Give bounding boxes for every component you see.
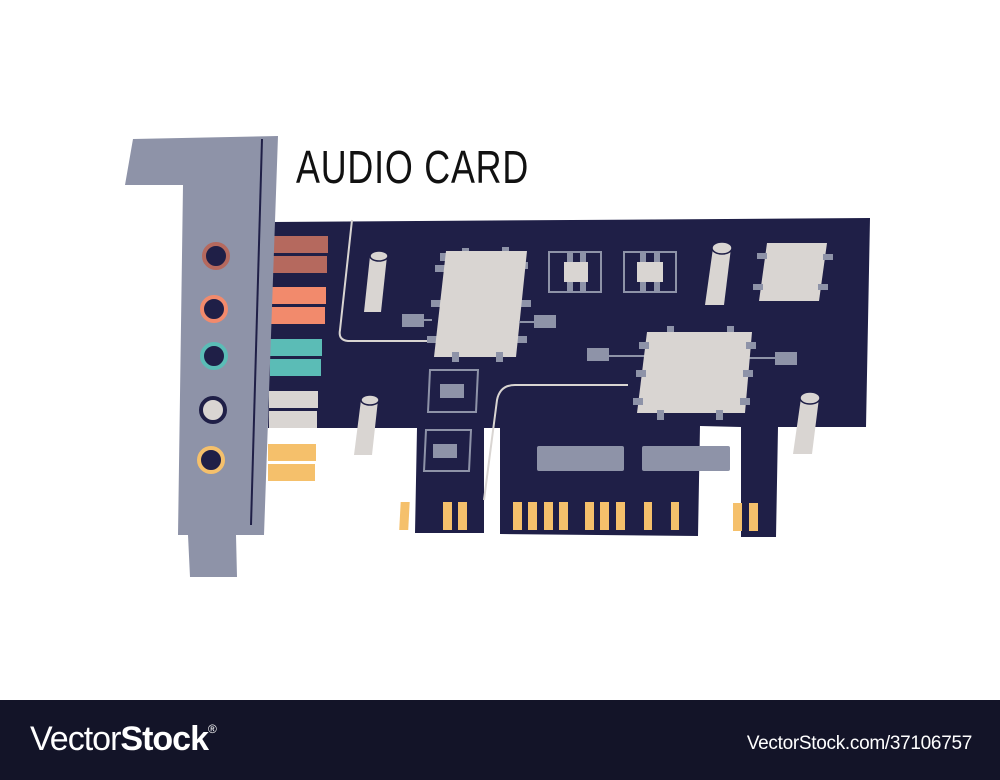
audio-card-illustration <box>125 136 870 577</box>
capacitor-3 <box>354 394 380 455</box>
chip-small-top-right <box>753 243 833 301</box>
chip-main-left <box>402 247 556 362</box>
brand-bold: Stock <box>120 720 209 758</box>
image-reference: VectorStock.com/37106757 <box>746 733 972 754</box>
illustration-canvas: AUDIO CARD <box>125 136 870 577</box>
audio-jack-yellow <box>197 446 225 474</box>
watermark-footer: VectorStock® VectorStock.com/37106757 <box>0 700 1000 780</box>
registered-mark: ® <box>207 722 217 736</box>
circuit-traces <box>338 219 628 501</box>
capacitor-4 <box>793 391 821 454</box>
framed-component-2 <box>623 251 677 293</box>
port-color-strips <box>268 236 328 481</box>
capacitor-1 <box>364 250 389 312</box>
memory-blocks <box>537 446 730 471</box>
framed-component-3 <box>426 369 480 413</box>
brand-light: Vector <box>30 720 121 758</box>
illustration-title: AUDIO CARD <box>296 141 530 193</box>
audio-jack-white <box>199 396 227 424</box>
chip-main-right <box>587 326 797 420</box>
audio-jack-brown <box>202 242 230 270</box>
audio-jack-teal <box>200 342 228 370</box>
framed-component-4 <box>422 429 473 472</box>
gold-contacts <box>399 502 758 531</box>
framed-component-1 <box>548 251 602 293</box>
capacitor-2 <box>705 241 733 305</box>
audio-jack-orange <box>200 295 228 323</box>
vectorstock-logo: VectorStock® <box>30 720 217 759</box>
audio-jacks <box>197 242 230 474</box>
